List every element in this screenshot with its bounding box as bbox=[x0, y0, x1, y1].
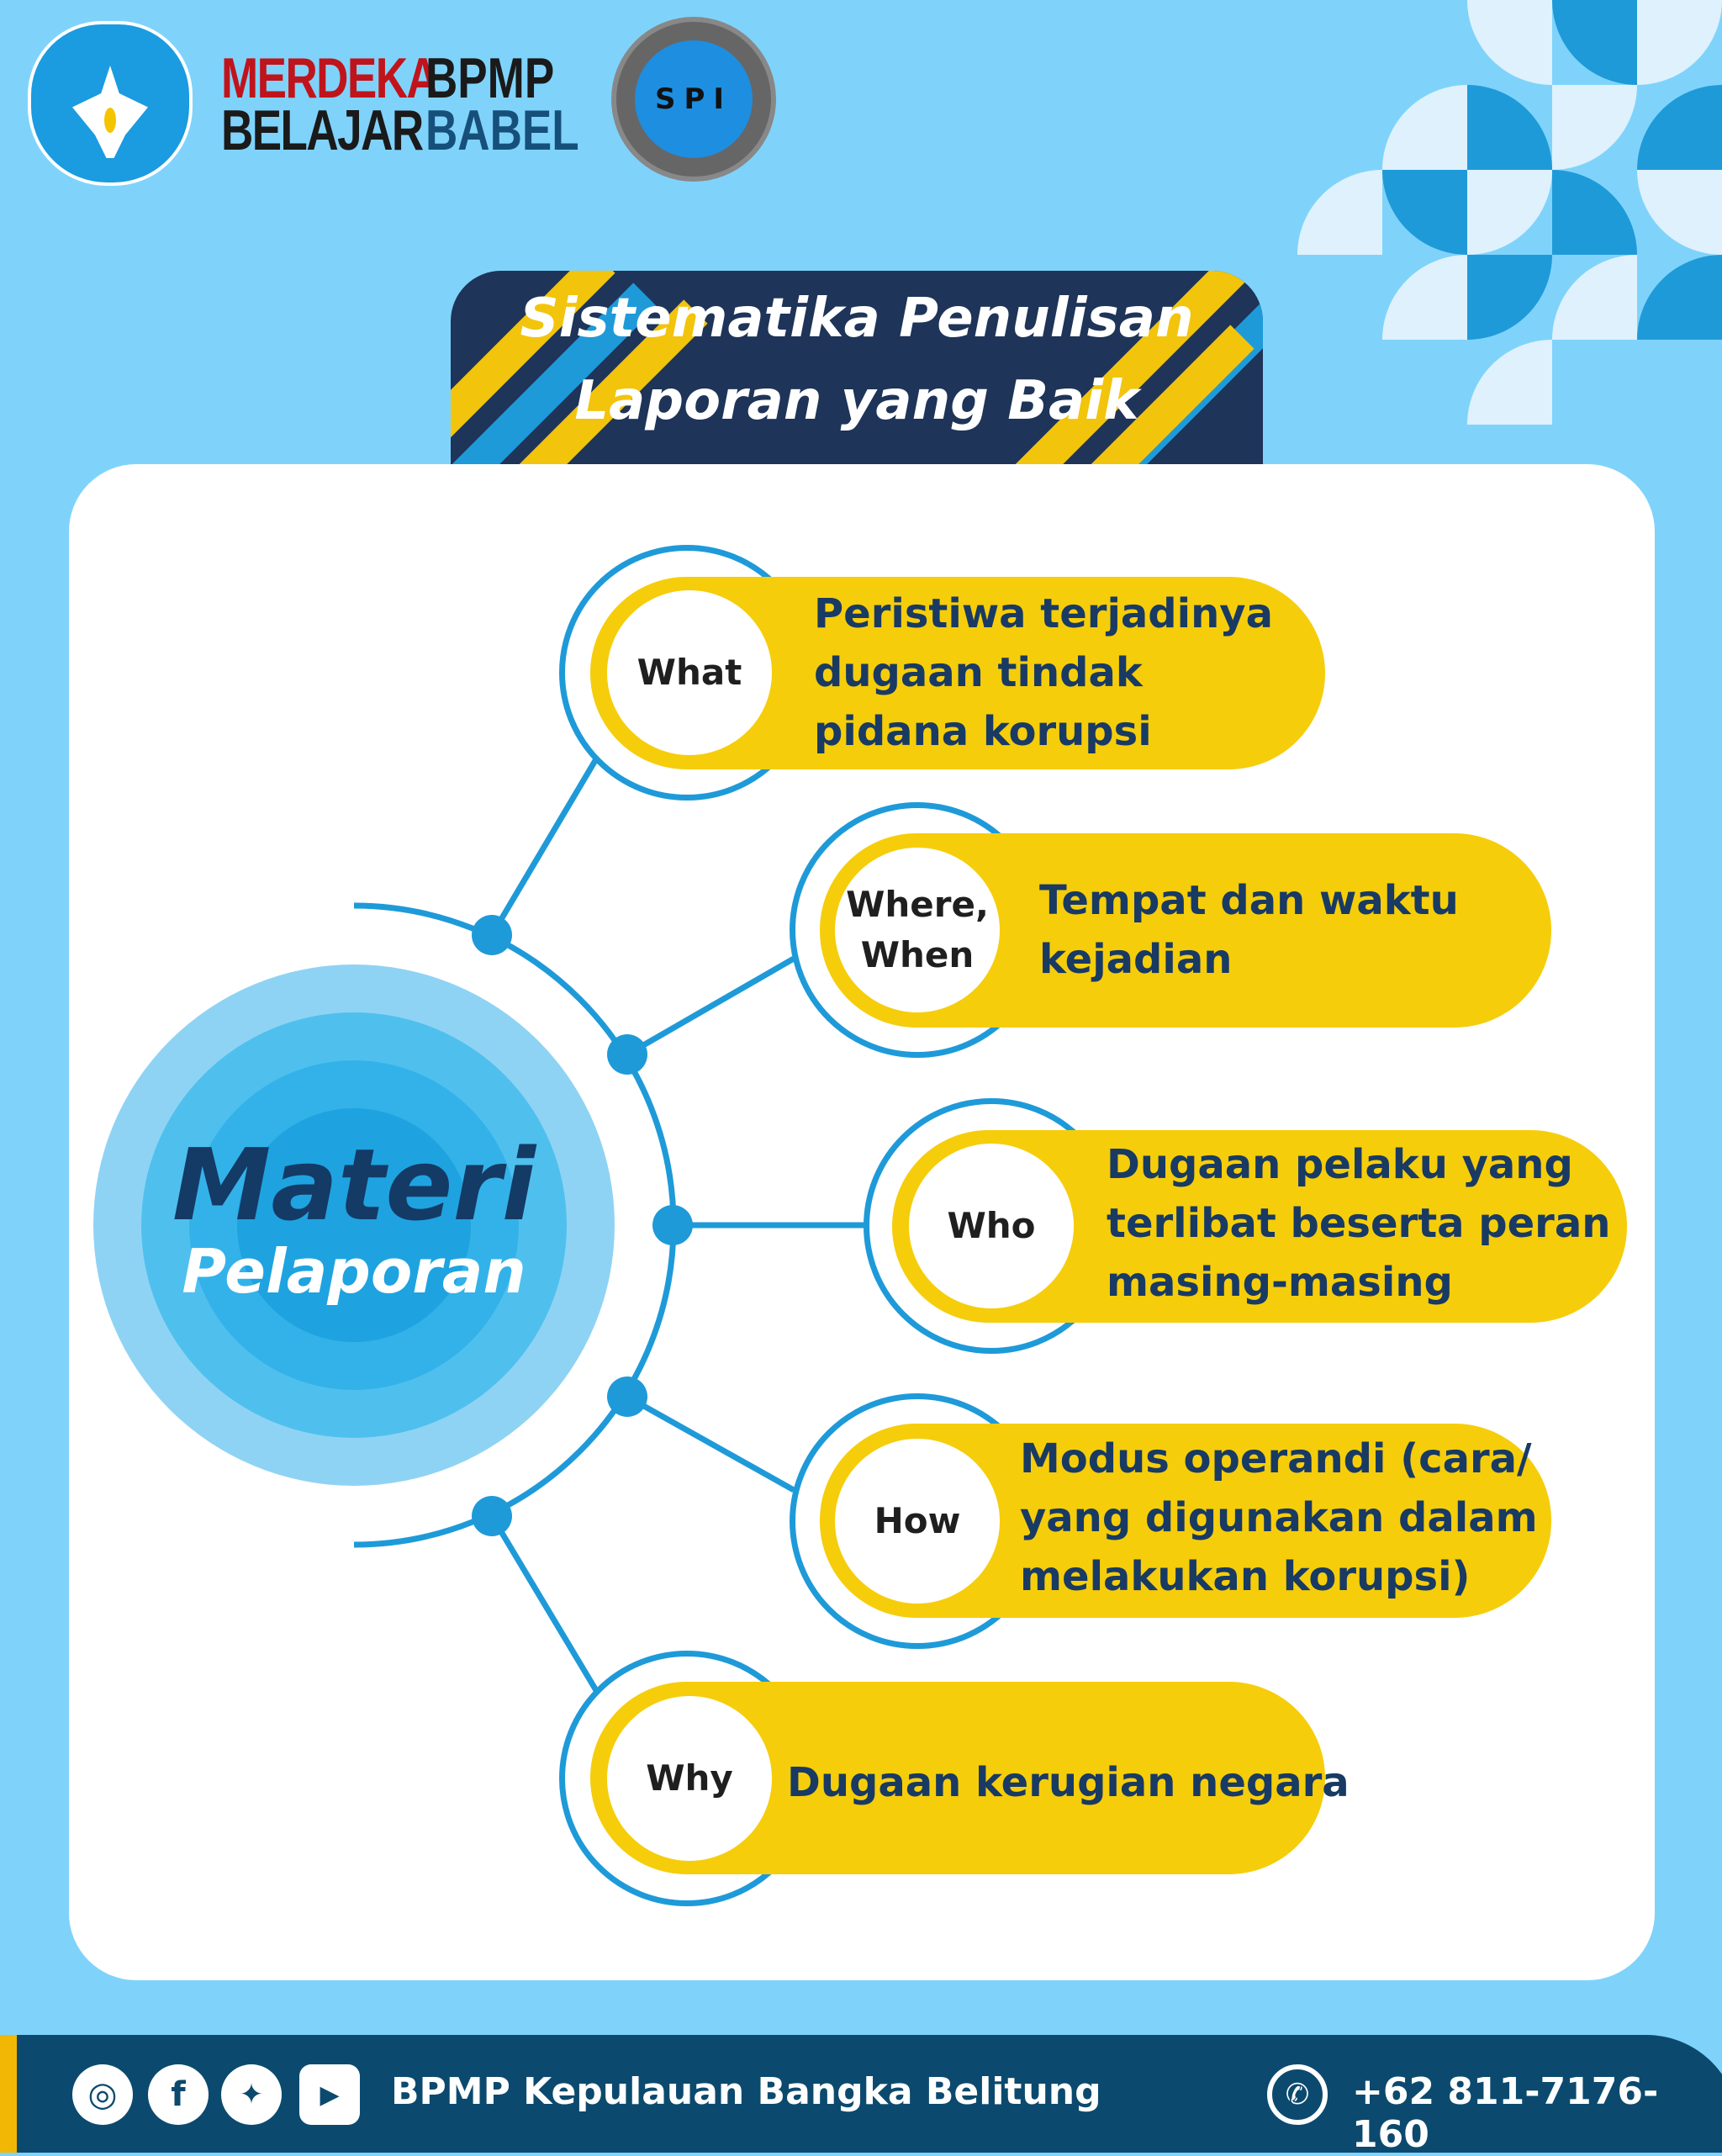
connector-line-what bbox=[489, 756, 600, 937]
item-how-key: How bbox=[835, 1439, 1000, 1604]
title-banner: Sistematika Penulisan Laporan yang Baik bbox=[451, 271, 1263, 464]
connector-line-where bbox=[626, 955, 795, 1058]
connector-line-why bbox=[489, 1514, 600, 1694]
connector-line-how bbox=[626, 1393, 795, 1493]
item-where-when-key: Where,When bbox=[835, 848, 1000, 1012]
facebook-icon[interactable]: f bbox=[148, 2064, 209, 2125]
footer-org-name: BPMP Kepulauan Bangka Belitung bbox=[391, 2070, 1101, 2113]
title-line-2: Laporan yang Baik bbox=[574, 370, 1139, 432]
merdeka-belajar-logo: MERDEKA BELAJAR bbox=[221, 46, 499, 162]
item-why-desc: Dugaan kerugian negara bbox=[787, 1759, 1350, 1806]
spi-acronym: SPI bbox=[654, 82, 733, 116]
spi-logo: SPI bbox=[611, 17, 776, 182]
node-dot bbox=[472, 1496, 512, 1536]
instagram-icon[interactable]: ◎ bbox=[72, 2064, 133, 2125]
center-subtitle: Pelaporan bbox=[182, 1236, 526, 1307]
footer-phone[interactable]: +62 811-7176-160 bbox=[1352, 2070, 1659, 2156]
twitter-icon[interactable]: ✦ bbox=[221, 2064, 282, 2125]
merdeka-text: MERDEKA bbox=[221, 46, 439, 110]
belajar-text: BELAJAR bbox=[221, 98, 424, 162]
item-who-key: Who bbox=[909, 1144, 1074, 1308]
youtube-icon[interactable]: ▶ bbox=[299, 2064, 360, 2125]
title-line-1: Sistematika Penulisan bbox=[520, 288, 1194, 350]
center-ring bbox=[237, 1108, 471, 1342]
whatsapp-icon[interactable]: ✆ bbox=[1267, 2064, 1328, 2125]
node-dot bbox=[607, 1377, 647, 1417]
item-how-desc: Modus operandi (cara/yang digunakan dala… bbox=[1020, 1435, 1538, 1600]
geometric-pattern bbox=[1297, 0, 1722, 425]
bpmp-babel-logo: BPMP BABEL bbox=[425, 46, 622, 162]
node-dot bbox=[607, 1034, 647, 1075]
item-why-key: Why bbox=[607, 1696, 772, 1861]
node-dot bbox=[472, 915, 512, 955]
node-dot bbox=[652, 1205, 693, 1245]
babel-text: BABEL bbox=[425, 98, 579, 162]
bpmp-text: BPMP bbox=[425, 46, 555, 110]
center-title: Materi bbox=[172, 1127, 536, 1243]
tut-wuri-handayani-logo bbox=[28, 21, 193, 186]
item-what-key: What bbox=[607, 590, 772, 755]
